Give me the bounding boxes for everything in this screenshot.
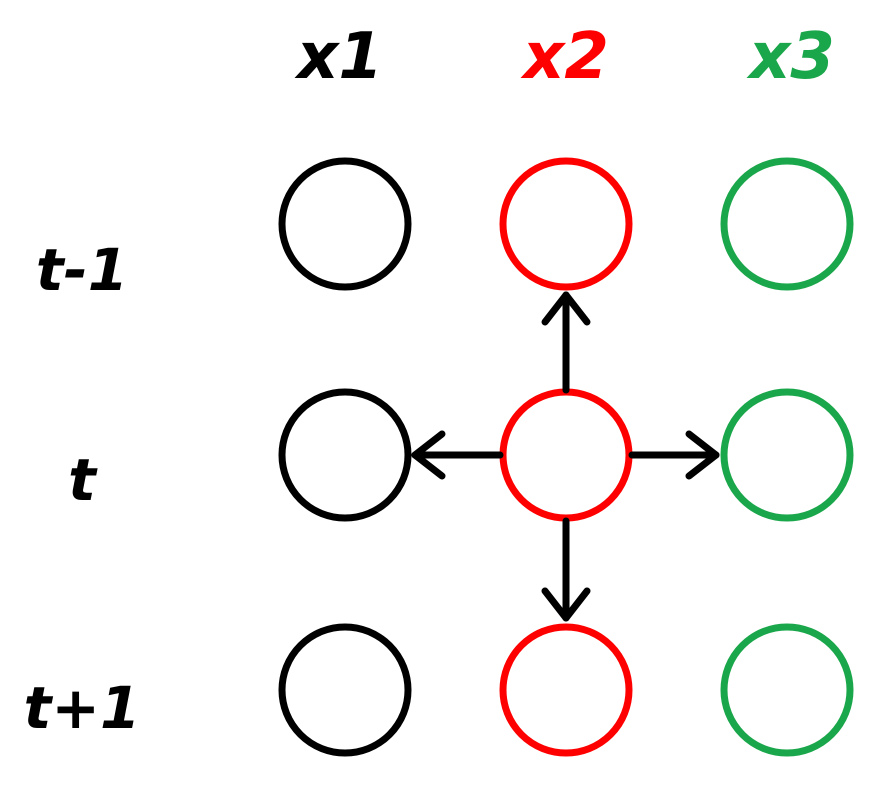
arrow-x2-t-to-x3-t	[628, 430, 720, 480]
node-x2-t-minus-1	[499, 157, 633, 291]
row-label-t: t	[68, 446, 98, 514]
node-x3-t-plus-1	[720, 623, 854, 757]
node-x1-t-minus-1	[278, 157, 412, 291]
node-x1-t-plus-1	[278, 623, 412, 757]
row-label-t-plus-1: t+1	[24, 674, 141, 742]
arrow-x2-t-to-x2-t-minus-1	[541, 291, 591, 394]
node-x2-t	[499, 388, 633, 522]
column-label-x2: x2	[520, 20, 609, 94]
node-x3-t-minus-1	[720, 157, 854, 291]
arrow-x2-t-to-x2-t-plus-1	[541, 517, 591, 622]
node-x2-t-plus-1	[499, 623, 633, 757]
node-x1-t	[278, 388, 412, 522]
node-x3-t	[720, 388, 854, 522]
column-label-x3: x3	[746, 20, 835, 94]
column-label-x1: x1	[294, 20, 383, 94]
arrow-x2-t-to-x1-t	[411, 430, 504, 480]
row-label-t-minus-1: t-1	[36, 236, 128, 304]
